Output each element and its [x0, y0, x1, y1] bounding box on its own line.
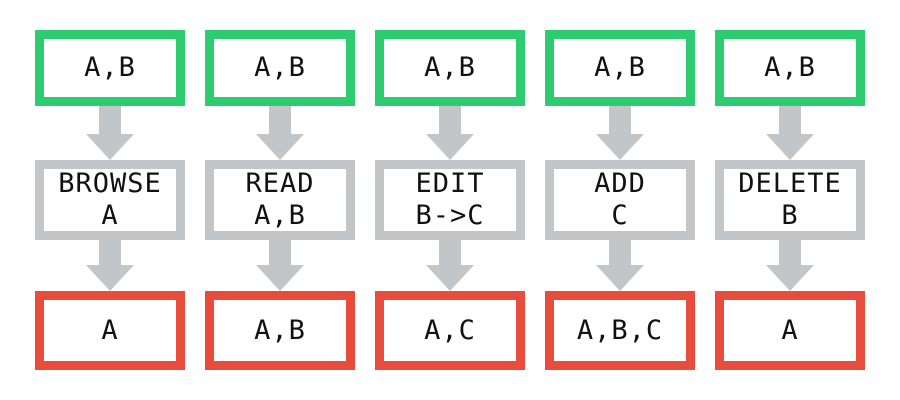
operation-argument: A,B — [254, 200, 306, 231]
operation-box: EDIT B->C — [375, 160, 525, 240]
operation-box: DELETE B — [715, 160, 865, 240]
down-arrow-icon — [715, 240, 865, 291]
input-label: A,B — [424, 52, 476, 83]
output-box: A,B — [205, 291, 355, 370]
output-box: A,C — [375, 291, 525, 370]
down-arrow-icon — [545, 106, 695, 160]
output-box: A — [715, 291, 865, 370]
down-arrow-icon — [375, 240, 525, 291]
operation-column-edit: A,B EDIT B->C A,C — [375, 30, 525, 370]
output-box: A,B,C — [545, 291, 695, 370]
input-box: A,B — [205, 30, 355, 106]
input-box: A,B — [35, 30, 185, 106]
input-label: A,B — [594, 52, 646, 83]
operation-name: BROWSE — [58, 168, 162, 199]
down-arrow-icon — [205, 240, 355, 291]
operation-box: ADD C — [545, 160, 695, 240]
operation-argument: C — [611, 200, 629, 231]
operation-column-browse: A,B BROWSE A A — [35, 30, 185, 370]
output-label: A,B — [254, 314, 306, 346]
operation-argument: B — [781, 200, 799, 231]
operation-column-read: A,B READ A,B A,B — [205, 30, 355, 370]
operation-argument: A — [101, 200, 119, 231]
operation-box: READ A,B — [205, 160, 355, 240]
input-label: A,B — [254, 52, 306, 83]
output-label: A,C — [424, 314, 476, 346]
output-label: A — [781, 314, 799, 346]
input-box: A,B — [715, 30, 865, 106]
operation-argument: B->C — [415, 200, 485, 231]
operation-column-add: A,B ADD C A,B,C — [545, 30, 695, 370]
down-arrow-icon — [35, 240, 185, 291]
down-arrow-icon — [715, 106, 865, 160]
operation-column-delete: A,B DELETE B A — [715, 30, 865, 370]
input-box: A,B — [545, 30, 695, 106]
input-label: A,B — [764, 52, 816, 83]
operation-box: BROWSE A — [35, 160, 185, 240]
operation-name: EDIT — [415, 168, 485, 199]
input-label: A,B — [84, 52, 136, 83]
output-label: A,B,C — [576, 314, 664, 346]
down-arrow-icon — [375, 106, 525, 160]
input-box: A,B — [375, 30, 525, 106]
output-box: A — [35, 291, 185, 370]
down-arrow-icon — [35, 106, 185, 160]
operation-name: DELETE — [738, 168, 842, 199]
output-label: A — [101, 314, 119, 346]
down-arrow-icon — [545, 240, 695, 291]
operation-name: READ — [245, 168, 315, 199]
operation-name: ADD — [594, 168, 646, 199]
down-arrow-icon — [205, 106, 355, 160]
